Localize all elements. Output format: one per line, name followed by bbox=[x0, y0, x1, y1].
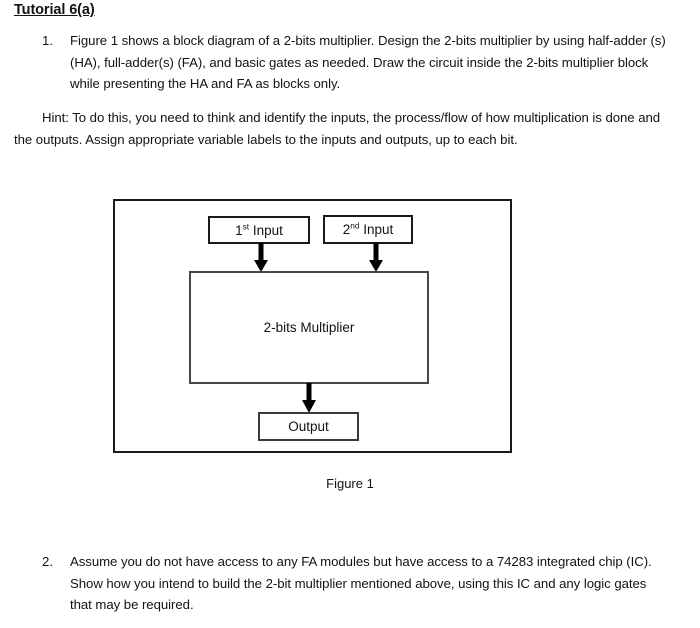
arrow-down-icon bbox=[369, 243, 383, 272]
list-item-text: Figure 1 shows a block diagram of a 2-bi… bbox=[70, 33, 666, 91]
list-item: 2. Assume you do not have access to any … bbox=[42, 551, 682, 616]
list-item-text: Assume you do not have access to any FA … bbox=[70, 554, 652, 612]
list-item: 1. Figure 1 shows a block diagram of a 2… bbox=[42, 30, 682, 95]
second-input-ordinal-suffix: nd bbox=[350, 220, 360, 231]
block-first-input-label: 1st Input bbox=[235, 221, 283, 238]
block-2bits-multiplier-label: 2-bits Multiplier bbox=[263, 320, 355, 335]
list-item-number: 2. bbox=[42, 554, 53, 569]
block-first-input: 1st Input bbox=[208, 216, 310, 244]
figure-caption: Figure 1 bbox=[326, 476, 374, 491]
arrow-down-icon bbox=[302, 383, 316, 413]
block-output: Output bbox=[258, 412, 359, 441]
figure-1-diagram: 1st Input 2nd Input 2-bits Multiplier Ou… bbox=[113, 199, 512, 453]
block-second-input-label: 2nd Input bbox=[342, 220, 394, 237]
block-second-input: 2nd Input bbox=[323, 215, 413, 244]
first-input-ordinal-suffix: st bbox=[242, 221, 250, 231]
block-output-label: Output bbox=[288, 419, 329, 434]
second-input-ordinal-base: 2 bbox=[342, 222, 351, 237]
block-2bits-multiplier: 2-bits Multiplier bbox=[189, 271, 429, 384]
arrow-down-icon bbox=[254, 243, 268, 272]
list-item-number: 1. bbox=[42, 33, 53, 48]
hint-paragraph: Hint: To do this, you need to think and … bbox=[14, 110, 661, 147]
first-input-ordinal-base: 1 bbox=[235, 222, 243, 238]
page-title: Tutorial 6(a) bbox=[14, 2, 95, 18]
second-input-word: Input bbox=[359, 222, 394, 237]
first-input-word: Input bbox=[249, 222, 283, 238]
